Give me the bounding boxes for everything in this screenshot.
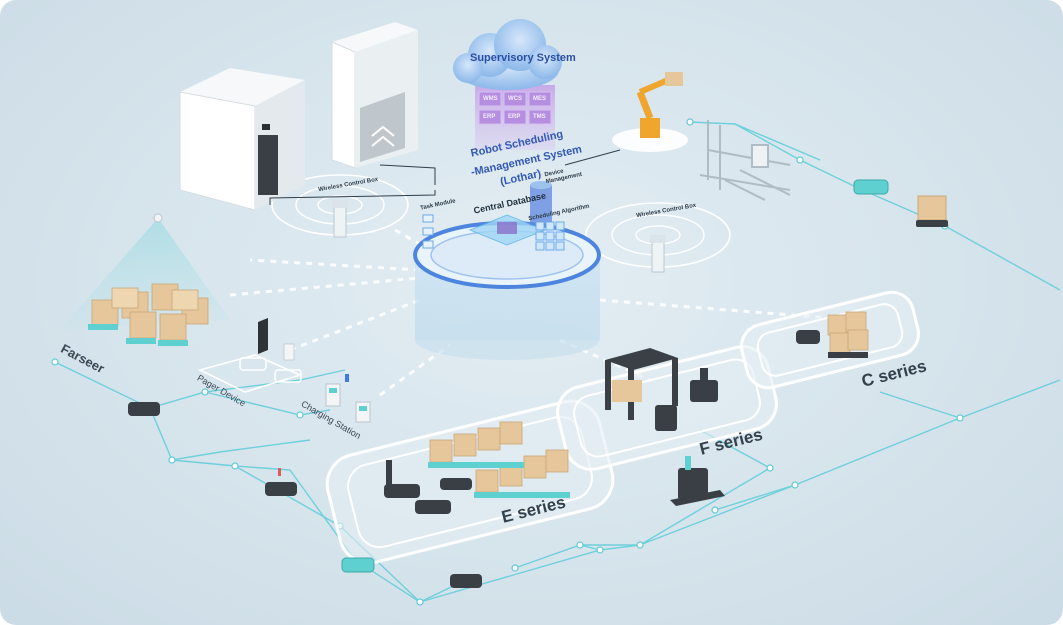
connector-arrows bbox=[269, 149, 621, 205]
e-series-pallets bbox=[428, 421, 570, 498]
wms-label: WMS bbox=[483, 96, 498, 102]
tms-label: TMS bbox=[533, 114, 546, 120]
building-elevator bbox=[179, 68, 305, 211]
network-robots bbox=[128, 374, 482, 588]
mes-label: MES bbox=[533, 96, 547, 102]
network-nodes bbox=[51, 118, 964, 606]
supervisory-cloud bbox=[453, 19, 562, 90]
system-hologram-panel bbox=[475, 85, 555, 150]
robot-arm bbox=[612, 72, 688, 152]
c-series-pallet bbox=[827, 311, 869, 358]
pager-device bbox=[197, 318, 303, 393]
e-series-robots bbox=[384, 460, 472, 514]
teal-robot-top-right bbox=[853, 179, 889, 195]
central-database-hologram bbox=[422, 181, 565, 251]
wcs-label: WCS bbox=[508, 96, 522, 102]
wireless-control-box-right bbox=[650, 235, 666, 273]
gantry-machine bbox=[699, 120, 791, 201]
erp-label-2: ERP bbox=[508, 114, 521, 120]
wireless-control-box-left bbox=[332, 200, 348, 238]
erp-label-1: ERP bbox=[483, 114, 496, 120]
c-series-robot bbox=[796, 330, 820, 344]
building-rolling-door bbox=[331, 22, 418, 169]
f-series-robots bbox=[655, 368, 725, 506]
supervisory-label: Supervisory System bbox=[470, 52, 576, 64]
f-series-rack bbox=[605, 348, 678, 420]
farseer-pallets bbox=[88, 283, 209, 346]
charging-station bbox=[325, 383, 371, 423]
pallet-robot-top-right bbox=[916, 195, 948, 227]
